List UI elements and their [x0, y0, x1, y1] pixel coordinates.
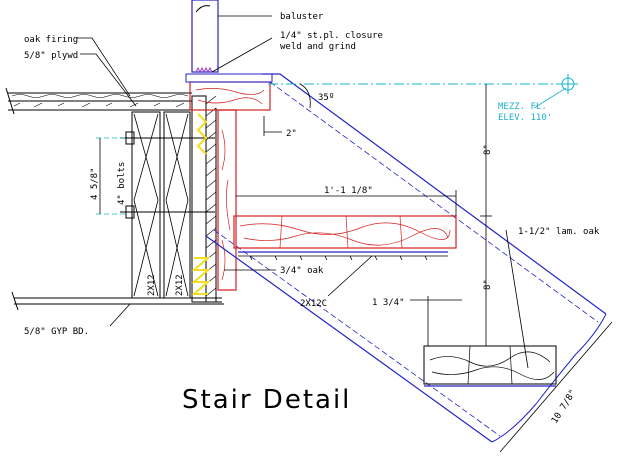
leader-lam-oak — [505, 229, 529, 369]
landing-nosing — [185, 73, 273, 291]
leader-gyp — [109, 303, 131, 327]
floor-assembly — [5, 87, 192, 115]
yellow-shim-lower — [191, 257, 211, 295]
closure-label-line1: 1/4" st.pl. closure — [280, 31, 383, 41]
joist-2 — [163, 111, 191, 299]
bolt-lower-head — [125, 205, 135, 219]
stringer-break — [491, 313, 607, 443]
steel-plate — [191, 95, 207, 303]
baluster-post — [191, 0, 219, 73]
channel-label: 2X12C — [300, 299, 327, 309]
bolts-label: 4" bolts — [117, 162, 127, 205]
bolts — [96, 131, 215, 219]
tread-1 — [233, 215, 457, 261]
riser-stringer — [217, 109, 237, 291]
mezz-label-line2: ELEV. 110' — [498, 113, 552, 123]
tread-1-grain — [239, 215, 451, 249]
floor-joists — [11, 111, 224, 311]
floor-break — [5, 87, 15, 115]
dim-8-lower-label: 8" — [483, 279, 493, 290]
joist-1-xbracing — [133, 113, 159, 297]
joist-1 — [131, 111, 161, 299]
oak-firing-label: oak firing — [24, 35, 78, 45]
stringer-top-edge — [262, 73, 607, 315]
stringer-bottom-edge-dashed — [213, 229, 501, 437]
baluster-cap — [195, 5, 211, 13]
leader-oak-firing — [76, 37, 131, 97]
joist-b-label: 2X12 — [175, 274, 185, 296]
ceiling-break — [11, 291, 19, 311]
plywood-hatch — [13, 102, 185, 108]
dim-4-5-8-label: 4 5/8" — [90, 167, 100, 200]
stringer-top-edge-dashed — [269, 81, 599, 323]
landing-grain — [195, 88, 265, 105]
dim-10-7-8-label: 10 7/8" — [550, 388, 579, 425]
closure-plate — [185, 73, 273, 83]
mezz-centerline — [268, 74, 578, 109]
dim-angle-arc — [299, 83, 311, 109]
leader-closure — [211, 37, 273, 73]
riser-grain — [221, 129, 231, 281]
dim-8-upper-label: 8" — [483, 144, 493, 155]
mezz-leader — [533, 87, 567, 109]
oak-3-4-label: 3/4" oak — [280, 266, 324, 276]
tread-2 — [423, 345, 557, 387]
oak-flooring-hatch — [11, 94, 189, 98]
plywood-label: 5/8" plywd — [24, 51, 78, 61]
tread-2-oak — [423, 345, 557, 385]
dim-2-label: 2" — [286, 129, 297, 139]
leaders — [76, 15, 529, 369]
mezz-label-line1: MEZZ. FL. — [498, 102, 547, 112]
lam-oak-label: 1-1/2" lam. oak — [518, 227, 600, 237]
tread-1-oak — [233, 215, 457, 249]
dim-10-7-8-line — [499, 321, 613, 453]
dim-1-1-1-8-label: 1'-1 1/8" — [324, 186, 373, 196]
bolt-upper-head — [125, 131, 135, 145]
dimensions — [99, 83, 613, 453]
steel-plate-hatch — [205, 95, 217, 297]
weld-marks — [195, 66, 213, 74]
joist-a-label: 2X12 — [147, 274, 157, 296]
drawing-title: Stair Detail — [182, 385, 351, 415]
tread-1-channel-ticks — [249, 255, 428, 261]
joist-2-xbracing — [165, 113, 189, 297]
steel-rim — [191, 95, 222, 303]
gyp-label: 5/8" GYP BD. — [24, 327, 89, 337]
leader-channel — [327, 255, 373, 297]
tread-2-grain — [429, 345, 555, 385]
baluster — [191, 0, 219, 74]
dim-1-3-4-label: 1 3/4" — [372, 298, 405, 308]
closure-label-line2: weld and grind — [280, 42, 356, 52]
baluster-label: baluster — [280, 12, 324, 22]
leader-plywood — [80, 53, 137, 107]
yellow-shim-upper — [196, 113, 208, 155]
angle-label: 35º — [318, 93, 334, 103]
